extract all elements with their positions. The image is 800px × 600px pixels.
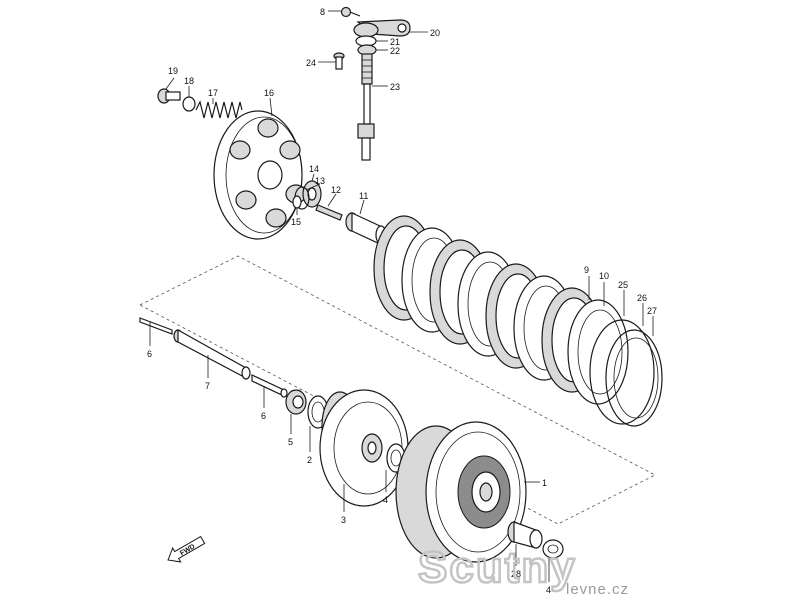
- label-9: 9: [584, 265, 589, 275]
- part-24-screw: [333, 52, 345, 70]
- fwd-label: FWD: [179, 543, 196, 557]
- label-16: 16: [264, 88, 274, 98]
- part-4-thrust-washer-lower: [542, 539, 564, 559]
- label-19: 19: [168, 66, 178, 76]
- label-12: 12: [331, 185, 341, 195]
- part-16-pressure-plate: [213, 110, 307, 240]
- part-17-spring: [195, 100, 243, 119]
- part-1-clutch-basket: [395, 421, 527, 563]
- part-26-judder-spring: [589, 319, 655, 425]
- label-3: 3: [341, 515, 346, 525]
- label-7: 7: [205, 381, 210, 391]
- part-28-collar: [507, 521, 543, 549]
- part-8-bolt: [340, 6, 361, 18]
- label-24: 24: [306, 58, 316, 68]
- label-6-left: 6: [147, 349, 152, 359]
- label-21: 21: [390, 37, 400, 47]
- watermark: Scutny levne.cz: [417, 542, 629, 598]
- label-4-lower: 4: [546, 585, 551, 595]
- part-15-washer: [292, 195, 302, 209]
- label-17: 17: [208, 88, 218, 98]
- watermark-brand: Scutny: [418, 543, 577, 592]
- label-26: 26: [637, 293, 647, 303]
- label-23: 23: [390, 82, 400, 92]
- label-13: 13: [315, 176, 325, 186]
- part-12-lifter-rod: [315, 204, 343, 221]
- label-22: 22: [390, 46, 400, 56]
- part-5-bearing: [285, 389, 307, 415]
- part-19-bolt: [157, 88, 181, 104]
- label-27: 27: [647, 306, 657, 316]
- label-1: 1: [542, 478, 547, 488]
- part-27-inner: [613, 337, 659, 419]
- label-2: 2: [307, 455, 312, 465]
- label-20: 20: [430, 28, 440, 38]
- part-6-push-rod-right: [251, 374, 288, 398]
- leader-lines: [149, 10, 654, 582]
- fwd-arrow-icon: FWD: [167, 535, 206, 563]
- part-20-lifter-arm: [353, 19, 411, 38]
- label-8: 8: [320, 7, 325, 17]
- label-6-right: 6: [261, 411, 266, 421]
- label-11: 11: [359, 191, 368, 201]
- label-14: 14: [309, 164, 319, 174]
- label-25: 25: [618, 280, 628, 290]
- part-23-lifter-shaft: [357, 53, 375, 161]
- part-labels: 8 20 21 22 24 23 19 18 17 16 14 13 12 11…: [147, 7, 657, 595]
- part-6-push-rod-left: [139, 317, 173, 335]
- label-28: 28: [511, 569, 521, 579]
- part-27-seat: [605, 329, 663, 427]
- watermark-domain: levne.cz: [566, 581, 629, 598]
- label-18: 18: [184, 76, 194, 86]
- clutch-plate-stack: [373, 215, 629, 405]
- label-5: 5: [288, 437, 293, 447]
- label-15: 15: [291, 217, 301, 227]
- part-7-push-rod: [173, 328, 251, 380]
- label-4-upper: 4: [383, 495, 388, 505]
- part-18-washer: [182, 96, 196, 112]
- label-10: 10: [599, 271, 609, 281]
